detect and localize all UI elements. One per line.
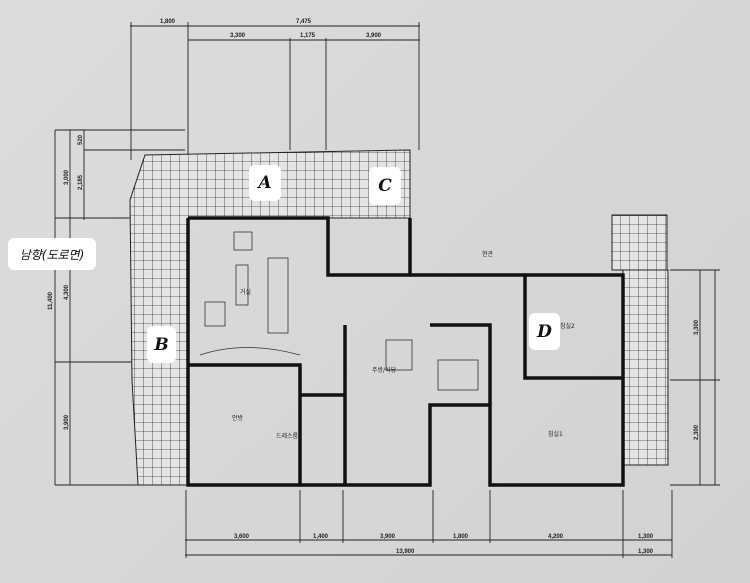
dim-bottom-total: 13,900 [396, 549, 415, 555]
dim-bottom-3: 3,900 [380, 534, 396, 540]
dim-left-6: 3,900 [64, 414, 70, 430]
dim-bottom-6: 1,300 [638, 534, 654, 540]
dim-left-3: 2,185 [78, 174, 84, 190]
dim-bottom-1: 3,600 [234, 534, 250, 540]
orientation-note: 남향(도로면) [8, 238, 96, 270]
dim-left-4: 520 [78, 134, 84, 145]
dim-bottom-7: 1,300 [638, 549, 654, 555]
room-living: 거실 [240, 288, 251, 296]
dim-top-2: 7,475 [296, 19, 312, 25]
room-dining: 주방/식당 [372, 366, 397, 374]
dim-top-3: 3,300 [230, 33, 246, 39]
callout-b: B [147, 326, 176, 363]
callout-a: A [249, 165, 281, 201]
room-bed2: 침실2 [560, 322, 575, 330]
dim-top-1: 1,800 [160, 19, 176, 25]
dim-left-2: 3,000 [64, 169, 70, 185]
dim-top-5: 3,900 [366, 33, 382, 39]
dim-bottom-4: 1,800 [453, 534, 469, 540]
dim-bottom-5: 4,200 [548, 534, 564, 540]
balcony-right [622, 269, 669, 466]
dim-left-1: 11,400 [48, 291, 54, 310]
dim-left-5: 4,300 [64, 284, 70, 300]
dim-right-2: 2,300 [694, 424, 700, 440]
dim-bottom-2: 1,400 [313, 534, 329, 540]
room-dress: 드레스룸 [276, 432, 299, 440]
room-bed1: 침실1 [548, 430, 563, 438]
callout-d: D [529, 313, 560, 350]
room-hall: 현관 [482, 250, 494, 258]
dim-top-4: 1,175 [300, 33, 316, 39]
callout-c: C [369, 167, 401, 205]
room-master: 안방 [232, 414, 244, 422]
walls [186, 216, 625, 487]
balcony-corner [611, 214, 668, 271]
furniture [199, 231, 479, 391]
dim-right-1: 3,300 [694, 319, 700, 335]
